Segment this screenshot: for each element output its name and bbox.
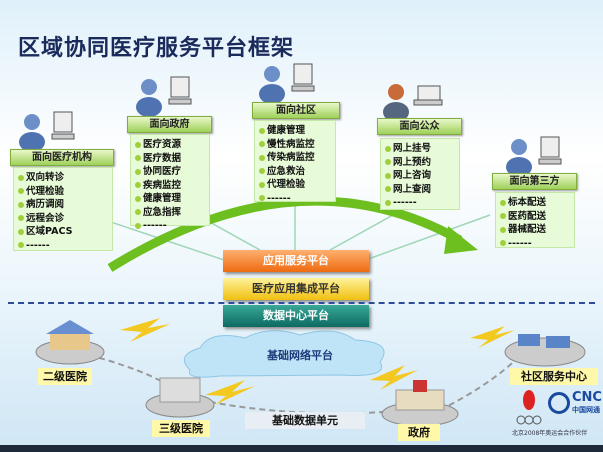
datacenter-platform: 数据中心平台 xyxy=(223,305,369,327)
cloud-shape xyxy=(183,330,385,378)
panel-list-third-party: 标本配送医药配送器械配送------ xyxy=(495,192,575,251)
olympic-logo xyxy=(516,390,542,425)
panel-header-government: 面向政府 xyxy=(127,116,212,133)
building-icons xyxy=(35,320,586,427)
list-item: 医疗数据 xyxy=(135,152,205,166)
list-item: 慢性病监控 xyxy=(259,138,331,152)
cnc-brand-cn: 中国网通 xyxy=(572,406,600,414)
list-item: 传染病监控 xyxy=(259,151,331,165)
list-item: 远程会诊 xyxy=(18,212,108,226)
list-item: ------ xyxy=(259,192,331,206)
panel-list-government: 医疗资源医疗数据协同医疗疾病监控健康管理应急指挥------ xyxy=(130,134,210,231)
list-item: 病历调阅 xyxy=(18,198,108,212)
sponsor-tagline: 北京2008年奥运会合作伙伴 xyxy=(512,430,588,437)
list-item: 网上查阅 xyxy=(385,183,455,197)
panel-header-public: 面向公众 xyxy=(377,118,462,135)
list-item: 应急救治 xyxy=(259,165,331,179)
panel-header-third-party: 面向第三方 xyxy=(492,173,577,190)
panel-list-public: 网上挂号网上预约网上咨询网上查阅------ xyxy=(380,138,460,210)
site-community-center: 社区服务中心 xyxy=(510,368,598,385)
bottom-bar xyxy=(0,445,603,452)
network-platform-label: 基础网络平台 xyxy=(267,349,333,362)
page-title: 区域协同医疗服务平台框架 xyxy=(18,36,295,61)
list-item: 健康管理 xyxy=(135,192,205,206)
site-data-unit: 基础数据单元 xyxy=(245,412,365,429)
list-item: 标本配送 xyxy=(500,196,570,210)
cnc-logo-icon xyxy=(548,392,570,414)
list-item: 代理检验 xyxy=(259,178,331,192)
person-computer-icons xyxy=(19,63,562,177)
list-item: 区域PACS xyxy=(18,225,108,239)
cnc-brand: CNC xyxy=(572,390,602,405)
list-item: ------ xyxy=(385,196,455,210)
list-item: ------ xyxy=(18,239,108,253)
panel-list-community: 健康管理慢性病监控传染病监控应急救治代理检验------ xyxy=(254,120,336,204)
list-item: 医药配送 xyxy=(500,210,570,224)
divider-line xyxy=(8,302,595,304)
list-item: ------ xyxy=(135,219,205,233)
panel-header-community: 面向社区 xyxy=(252,102,340,119)
list-item: ------ xyxy=(500,237,570,251)
site-government: 政府 xyxy=(398,424,440,441)
list-item: 网上挂号 xyxy=(385,142,455,156)
list-item: 健康管理 xyxy=(259,124,331,138)
lightning-icons xyxy=(120,318,515,405)
site-secondary-hospital: 二级医院 xyxy=(38,368,92,385)
list-item: 疾病监控 xyxy=(135,179,205,193)
list-item: 器械配送 xyxy=(500,223,570,237)
list-item: 医疗资源 xyxy=(135,138,205,152)
list-item: 代理检验 xyxy=(18,185,108,199)
panel-list-medical-institutions: 双向转诊代理检验病历调阅远程会诊区域PACS------ xyxy=(13,167,113,251)
list-item: 协同医疗 xyxy=(135,165,205,179)
panel-header-medical-institutions: 面向医疗机构 xyxy=(10,149,114,166)
list-item: 网上咨询 xyxy=(385,169,455,183)
site-tertiary-hospital: 三级医院 xyxy=(152,420,210,437)
app-service-platform: 应用服务平台 xyxy=(223,250,369,272)
list-item: 应急指挥 xyxy=(135,206,205,220)
list-item: 双向转诊 xyxy=(18,171,108,185)
integration-platform: 医疗应用集成平台 xyxy=(223,278,369,300)
list-item: 网上预约 xyxy=(385,156,455,170)
